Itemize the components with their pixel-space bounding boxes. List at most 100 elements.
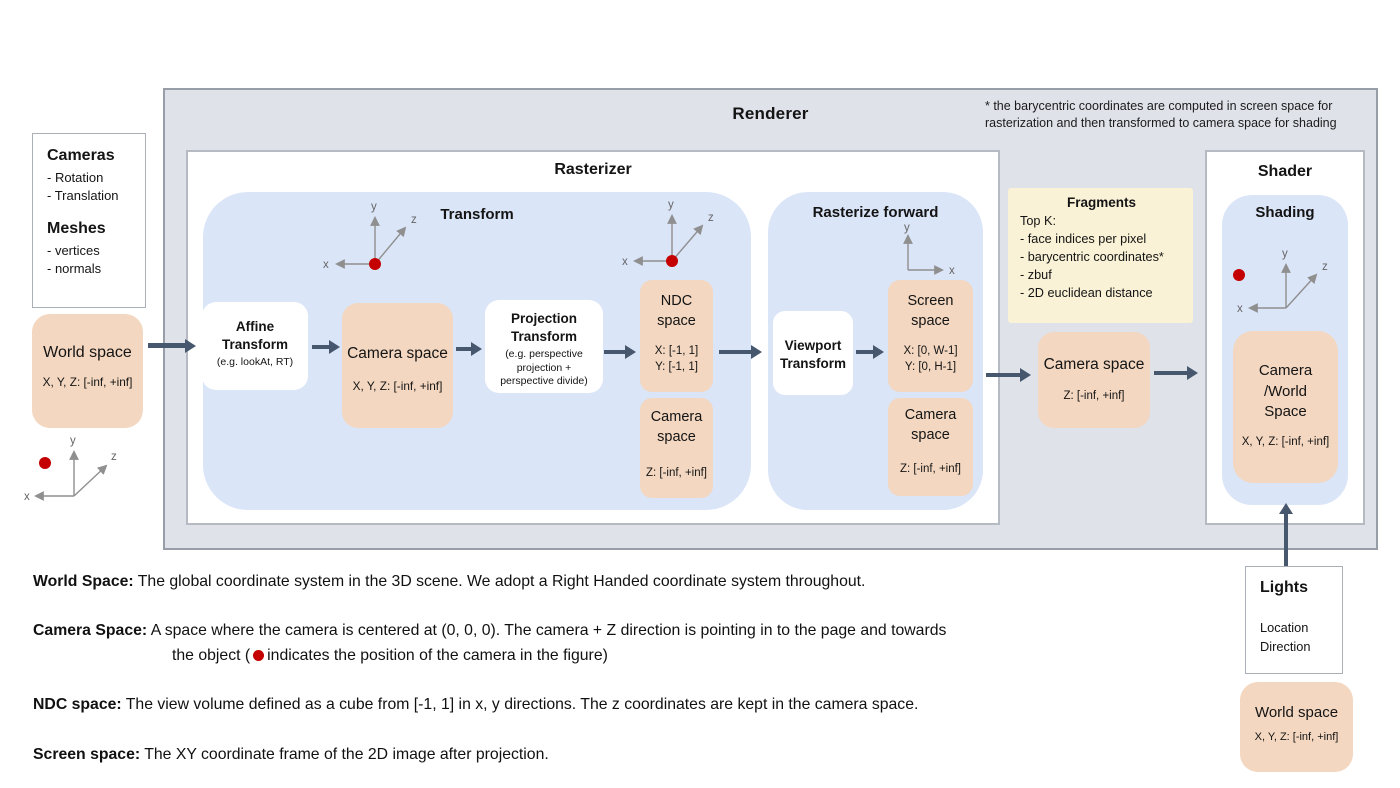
projection-note2: projection + — [516, 361, 572, 374]
shader-title: Shader — [1257, 163, 1313, 180]
world-space-label: World space — [1254, 704, 1339, 721]
camera-space-node: Camera space X, Y, Z: [-inf, +inf] — [342, 303, 453, 428]
axis-3d-camera-origin-icon: y z x — [323, 201, 417, 271]
axis-y-label: y — [371, 201, 377, 213]
transform-title: Transform — [440, 206, 514, 223]
camera-space-range: X, Y, Z: [-inf, +inf] — [352, 379, 443, 393]
definition-screen-space: Screen space: The XY coordinate frame of… — [33, 746, 549, 764]
projection-title-line1: Projection — [510, 311, 577, 326]
axis-y-label: y — [1282, 248, 1288, 260]
screen-label-line2: space — [911, 312, 950, 329]
viewport-title-line2: Transform — [779, 355, 847, 371]
camera-position-dot-icon — [369, 258, 381, 270]
axis-z-label: z — [708, 212, 714, 224]
axis-z-label: z — [411, 214, 417, 226]
axis-x-label: x — [949, 265, 955, 277]
cameras-title: Cameras — [47, 147, 115, 164]
camera-position-dot-icon — [1233, 269, 1245, 281]
definition-text: The XY coordinate frame of the 2D image … — [144, 746, 549, 763]
definition-term: NDC space: — [33, 696, 122, 713]
axis-y-label: y — [70, 435, 76, 447]
camera-space-z-node: Camera space Z: [-inf, +inf] — [640, 398, 713, 498]
projection-title-line2: Transform — [510, 328, 578, 344]
flow-arrow-icon — [856, 350, 874, 354]
world-space-label: World space — [43, 344, 132, 361]
axis-x-label: x — [622, 256, 628, 268]
fragments-line: Top K: — [1020, 214, 1056, 228]
viewport-transform-node: Viewport Transform — [773, 311, 853, 395]
ndc-label-line1: NDC — [660, 293, 693, 309]
camera-z-range: Z: [-inf, +inf] — [645, 467, 708, 480]
barycentric-footnote: * the barycentric coordinates are comput… — [985, 99, 1337, 131]
camera-space-label: Camera space — [347, 345, 448, 362]
world-space-range: X, Y, Z: [-inf, +inf] — [42, 375, 133, 389]
affine-transform-node: Affine Transform (e.g. lookAt, RT) — [202, 302, 308, 390]
definition-term: Camera Space: — [33, 622, 148, 639]
definition-term: Screen space: — [33, 746, 141, 763]
camera-position-dot-icon — [253, 650, 265, 661]
lights-item: Location — [1260, 620, 1309, 635]
lights-panel: Lights Location Direction — [1245, 566, 1343, 674]
definition-text: The view volume defined as a cube from [… — [125, 696, 919, 713]
axis-y-label: y — [668, 199, 674, 211]
definition-world-space: World Space: The global coordinate syste… — [33, 573, 865, 591]
camera-space-label: Camera space — [1043, 356, 1145, 373]
lights-title: Lights — [1260, 579, 1308, 596]
meshes-item: - normals — [47, 261, 102, 277]
axis-z-label: z — [1322, 261, 1328, 273]
viewport-title-line1: Viewport — [784, 338, 842, 353]
cameras-panel: Cameras - Rotation - Translation Meshes … — [32, 133, 146, 308]
camera-label-line2: space — [911, 426, 950, 443]
renderer-title: Renderer — [732, 104, 809, 123]
meshes-title: Meshes — [47, 219, 106, 237]
meshes-item: - vertices — [47, 242, 100, 258]
camera-space-mid-node: Camera space Z: [-inf, +inf] — [1038, 332, 1150, 428]
axis-x-label: x — [323, 259, 329, 271]
definition-text: indicates the position of the camera in … — [267, 647, 608, 664]
screen-space-node: Screen space X: [0, W-1] Y: [0, H-1] — [888, 280, 973, 392]
ndc-x-range: X: [-1, 1] — [654, 345, 699, 358]
camera-position-dot-icon — [666, 255, 678, 267]
camworld-line2: /World — [1263, 382, 1308, 400]
definition-text: The global coordinate system in the 3D s… — [137, 573, 866, 590]
definition-ndc-space: NDC space: The view volume defined as a … — [33, 696, 918, 714]
fragments-line: - face indices per pixel — [1020, 232, 1147, 247]
ndc-space-node: NDC space X: [-1, 1] Y: [-1, 1] — [640, 280, 713, 392]
axis-y-label: y — [904, 222, 910, 234]
screen-label-line1: Screen — [907, 293, 954, 309]
camera-space-z-node: Camera space Z: [-inf, +inf] — [888, 398, 973, 496]
projection-note1: (e.g. perspective — [505, 348, 583, 361]
definition-camera-space-line2: the object (indicates the position of th… — [172, 647, 608, 665]
axis-x-label: x — [1237, 303, 1243, 315]
flow-arrow-icon — [312, 345, 330, 349]
flow-arrow-icon — [719, 350, 752, 354]
camera-position-dot-icon — [39, 457, 51, 469]
lights-to-shader-arrow-icon — [1284, 513, 1288, 566]
affine-title-line1: Affine — [235, 319, 275, 334]
cameras-item: - Rotation — [47, 170, 104, 185]
fragments-panel: Fragments Top K: - face indices per pixe… — [1008, 188, 1193, 323]
affine-title-line2: Transform — [221, 336, 289, 352]
flow-arrow-icon — [148, 343, 186, 348]
fragments-line: - barycentric coordinates* — [1020, 250, 1164, 265]
camera-world-space-node: Camera /World Space X, Y, Z: [-inf, +inf… — [1233, 331, 1338, 483]
cameras-item: - Translation — [47, 188, 119, 204]
camera-label-line2: space — [657, 428, 696, 445]
definition-camera-space: Camera Space: A space where the camera i… — [33, 622, 946, 640]
flow-arrow-icon — [1154, 371, 1188, 375]
axis-3d-shading-icon: y z x — [1233, 248, 1328, 315]
axis-x-label: x — [24, 491, 30, 503]
ndc-label-line2: space — [657, 312, 696, 329]
axis-3d-ndc-icon: y z x — [622, 199, 714, 268]
fragments-line: - zbuf — [1020, 268, 1052, 283]
fragments-title: Fragments — [1066, 195, 1137, 210]
shading-title: Shading — [1255, 204, 1315, 221]
axis-3d-world-icon: y z x — [24, 435, 117, 503]
flow-arrow-icon — [604, 350, 626, 354]
projection-note3: perspective divide) — [500, 375, 588, 388]
lights-item: Direction — [1260, 638, 1311, 654]
camera-z-range: Z: [-inf, +inf] — [1063, 390, 1125, 402]
screen-x-range: X: [0, W-1] — [903, 345, 958, 358]
ndc-y-range: Y: [-1, 1] — [655, 361, 698, 374]
